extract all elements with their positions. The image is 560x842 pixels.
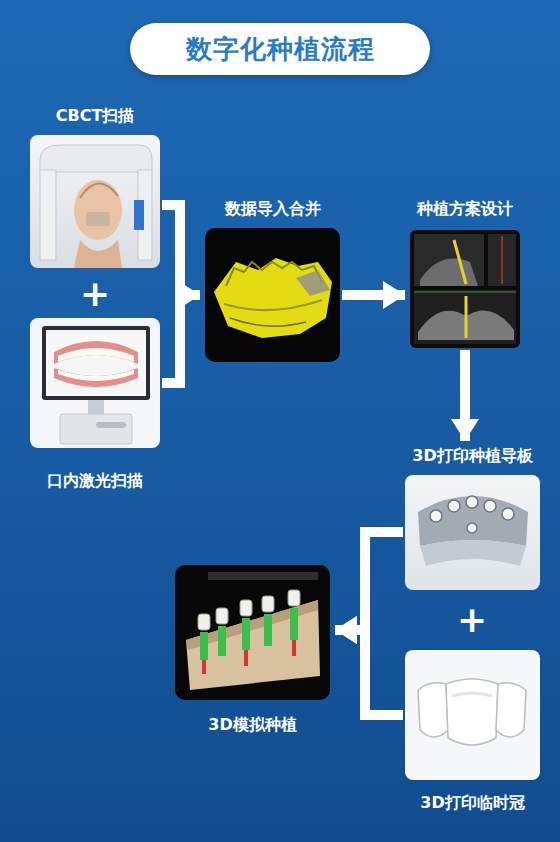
diagram-title: 数字化种植流程 (186, 32, 375, 66)
plus-sign: + (452, 602, 492, 638)
ct-plan-picture (410, 230, 520, 348)
temporary-crown-picture (405, 650, 540, 780)
flow-arrow (162, 205, 200, 295)
merged-model-picture (205, 228, 340, 362)
step-label: 3D打印种植导板 (412, 445, 532, 467)
flow-arrow (342, 290, 405, 300)
flow-arrow (460, 350, 470, 441)
intraoral-scanner-picture (30, 318, 160, 448)
flow-arrow (162, 295, 200, 383)
surgical-guide-picture (405, 475, 540, 590)
step-label: 口内激光扫描 (47, 470, 143, 492)
plus-sign: + (75, 276, 115, 312)
title-pill: 数字化种植流程 (130, 23, 430, 75)
step-node: CBCT扫描 (28, 105, 162, 270)
step-label: CBCT扫描 (56, 105, 135, 127)
step-node: 3D打印临时冠 (403, 648, 542, 814)
step-label: 种植方案设计 (417, 198, 513, 220)
step-node: 3D打印种植导板 (403, 445, 542, 592)
step-node: 种植方案设计 (408, 198, 522, 350)
flow-arrow (335, 532, 403, 630)
implant-simulation-picture (175, 565, 330, 700)
step-node: 口内激光扫描 (28, 316, 162, 492)
step-node: 数据导入合并 (203, 198, 342, 364)
flow-arrow (335, 630, 403, 715)
step-label: 3D打印临时冠 (420, 792, 524, 814)
cbct-picture (30, 135, 160, 268)
step-node: 3D模拟种植 (173, 563, 332, 736)
step-label: 3D模拟种植 (208, 714, 296, 736)
step-label: 数据导入合并 (225, 198, 321, 220)
